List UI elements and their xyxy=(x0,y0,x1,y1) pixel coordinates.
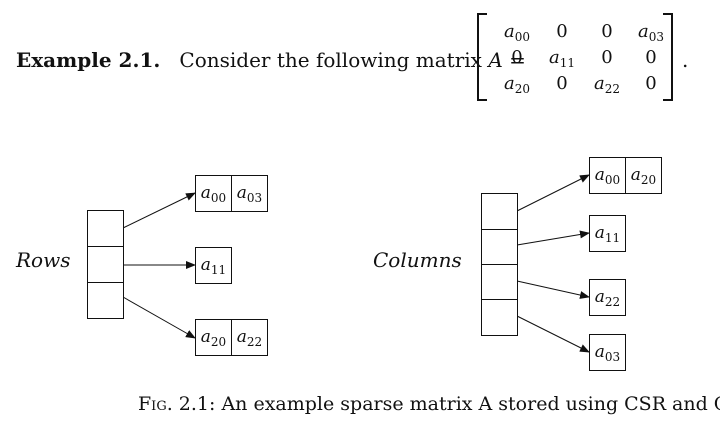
csc-entry-box xyxy=(625,157,662,194)
column-pointer-cell xyxy=(481,229,518,266)
example-heading: Example 2.1. xyxy=(16,48,161,72)
csc-entry: a11 xyxy=(594,223,621,245)
rows-label: Rows xyxy=(16,248,71,272)
column-pointer-cell xyxy=(481,264,518,301)
matrix-cell: a22 xyxy=(593,73,620,96)
csr-entry-box xyxy=(231,175,268,212)
csr-entry-box xyxy=(195,175,232,212)
csc-entry-box xyxy=(589,334,626,371)
row-pointer-cell xyxy=(87,282,124,319)
matrix-cell: 0 xyxy=(645,73,657,94)
csc-entry: a00 xyxy=(594,165,621,187)
matrix-cell: 0 xyxy=(556,73,568,94)
csc-entry: a20 xyxy=(630,165,657,187)
figure-number: Fig. 2.1: xyxy=(138,393,216,415)
csr-arrow-row0 xyxy=(122,192,196,229)
column-pointer-cell xyxy=(481,193,518,230)
csr-entry: a03 xyxy=(236,183,263,205)
right-bracket xyxy=(663,13,673,101)
matrix-cell: 0 xyxy=(511,47,523,68)
equals-sign: = xyxy=(509,48,526,72)
row-pointer-cell xyxy=(87,210,124,247)
csc-arrow-col0 xyxy=(516,174,590,212)
matrix-cell: a20 xyxy=(503,73,530,96)
figure-caption: Fig. 2.1: An example sparse matrix A sto… xyxy=(138,393,720,415)
csr-arrow-row2 xyxy=(122,296,196,339)
csc-arrow-col1 xyxy=(516,230,590,246)
matrix-cell: 0 xyxy=(601,47,613,68)
example-period: . xyxy=(682,48,689,72)
example-text: Consider the following matrix xyxy=(179,48,482,72)
matrix-cell: a03 xyxy=(637,21,664,44)
matrix-a: a00 0 0 a03 0 a11 0 0 a20 0 a22 0 xyxy=(477,13,673,101)
matrix-cell: 0 xyxy=(556,21,568,42)
caption-text: An example sparse matrix A stored using … xyxy=(221,393,720,415)
csc-arrow-col3 xyxy=(516,315,590,353)
csc-entry: a22 xyxy=(594,287,621,309)
csc-arrow-col2 xyxy=(516,280,590,299)
matrix-cell: 0 xyxy=(645,47,657,68)
csr-entry: a11 xyxy=(200,255,227,277)
matrix-variable: A xyxy=(488,48,503,72)
left-bracket xyxy=(477,13,487,101)
csr-entry-box xyxy=(231,319,268,356)
csc-entry-box xyxy=(589,215,626,252)
csc-entry-box xyxy=(589,279,626,316)
csc-entry: a03 xyxy=(594,342,621,364)
row-pointer-cell xyxy=(87,246,124,283)
csr-entry: a00 xyxy=(200,183,227,205)
matrix-cell: 0 xyxy=(601,21,613,42)
matrix-cell: a11 xyxy=(548,47,575,70)
csr-entry-box xyxy=(195,247,232,284)
example-statement: Example 2.1. Consider the following matr… xyxy=(16,48,526,72)
csr-entry: a22 xyxy=(236,327,263,349)
matrix-cell: a00 xyxy=(503,21,530,44)
column-pointer-cell xyxy=(481,299,518,336)
columns-label: Columns xyxy=(373,248,462,272)
csr-entry: a20 xyxy=(200,327,227,349)
